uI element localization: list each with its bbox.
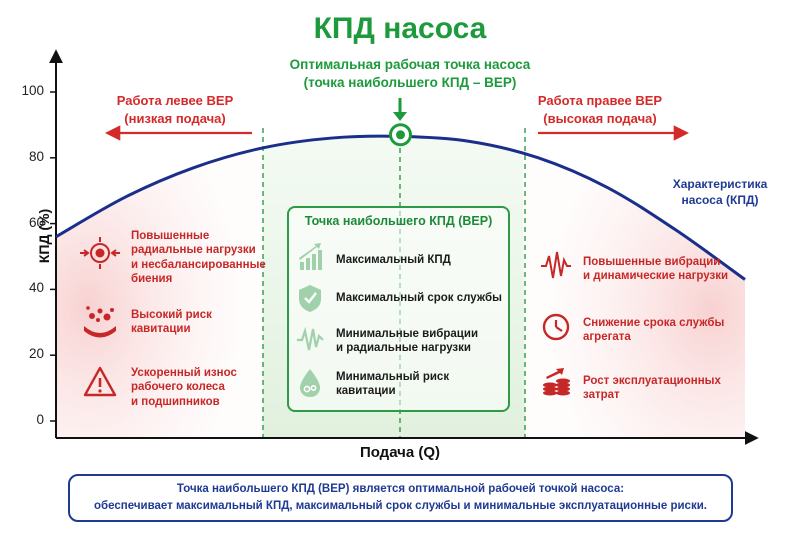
right-item-costs: Рост эксплуатационных затрат [583, 375, 721, 402]
y-tick-label: 40 [28, 280, 44, 296]
right-item-lifetime: Снижение срока службы агрегата [583, 317, 725, 344]
coins-growth-icon [543, 368, 570, 396]
optimal-point-label: Оптимальная рабочая точка насоса (точка … [289, 57, 531, 91]
right-zone-title: Работа правее BEP (высокая подача) [537, 93, 663, 126]
bep-item-max-efficiency: Максимальный КПД [336, 254, 451, 266]
bep-item-min-cavitation: Минимальный риск кавитации [336, 371, 450, 398]
y-tick-label: 100 [21, 83, 44, 98]
bep-benefits-box [287, 206, 510, 412]
bep-pointer-icon [393, 98, 407, 121]
y-tick-label: 60 [28, 214, 44, 230]
summary-note-box [68, 474, 733, 522]
vibration-icon [541, 251, 571, 279]
curve-legend-label: Характеристика насоса (КПД) [672, 177, 768, 208]
y-tick-label: 80 [28, 148, 44, 164]
x-axis-label: Подача (Q) [359, 444, 441, 461]
cavitation-icon [84, 306, 116, 338]
bep-box-title: Точка наибольшего КПД (BEP) [304, 214, 493, 228]
bep-item-min-vibrations: Минимальные вибрации и радиальные нагруз… [336, 328, 479, 355]
y-tick-label: 20 [28, 346, 44, 362]
bep-marker [389, 123, 412, 147]
summary-note-text: Точка наибольшего КПД (BEP) является опт… [94, 483, 707, 512]
page-title: КПД насоса [313, 12, 487, 45]
bep-item-max-lifetime: Максимальный срок службы [336, 292, 502, 304]
radial-load-icon [80, 237, 120, 269]
left-zone-title: Работа левее BEP (низкая подача) [116, 93, 234, 126]
warning-icon [83, 366, 117, 397]
left-item-radial-loads: Повышенные радиальные нагрузки и несбала… [131, 230, 266, 286]
clock-icon [542, 313, 570, 341]
left-item-wear: Ускоренный износ рабочего колеса и подши… [131, 367, 237, 408]
y-axis-label: КПД (%) [36, 208, 52, 264]
y-tick-label: 0 [36, 412, 44, 427]
right-item-vibrations: Повышенные вибрации и динамические нагру… [583, 256, 729, 283]
left-zone-shade [57, 148, 263, 438]
left-item-cavitation: Высокий риск кавитации [131, 309, 212, 336]
right-zone-shade [525, 154, 745, 438]
